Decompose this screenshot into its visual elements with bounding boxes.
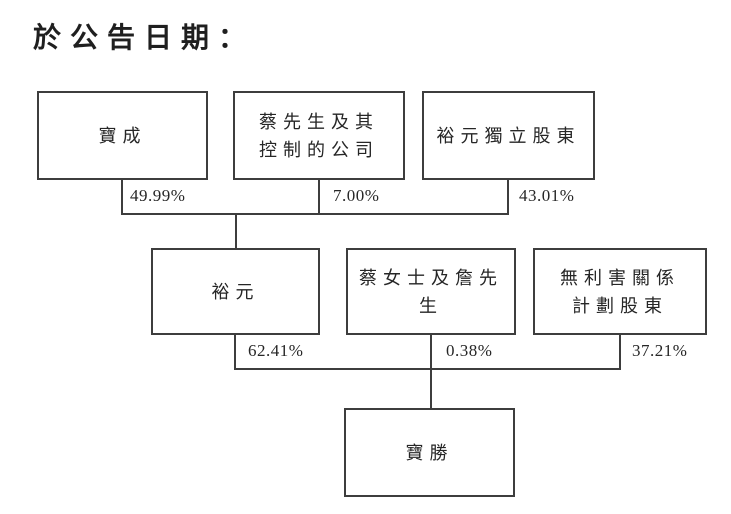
node-tsai-companies: 蔡先生及其 控制的公司 bbox=[233, 91, 405, 180]
connector-stub-tsai-companies bbox=[318, 178, 320, 215]
connector-stub-yue-yuen-independent bbox=[507, 178, 509, 215]
node-ms-tsai-mr-chan: 蔡女士及詹先生 bbox=[346, 248, 516, 335]
ownership-pct-pou-chen: 49.99% bbox=[130, 186, 186, 205]
page-title: 於公告日期： bbox=[33, 23, 256, 54]
connector-stub-disinterested-scheme bbox=[619, 333, 621, 370]
node-yue-yuen: 裕元 bbox=[151, 248, 320, 335]
connector-drop-pou-sheng bbox=[430, 333, 432, 410]
ownership-pct-yue-yuen-independent: 43.01% bbox=[519, 186, 575, 205]
connector-stub-pou-chen bbox=[121, 178, 123, 215]
connector-bus-level2 bbox=[234, 368, 621, 370]
node-yue-yuen-independent: 裕元獨立股東 bbox=[422, 91, 595, 180]
node-disinterested-scheme: 無利害關係 計劃股東 bbox=[533, 248, 707, 335]
node-pou-chen: 寶成 bbox=[37, 91, 208, 180]
connector-drop-yue-yuen bbox=[235, 213, 237, 250]
ownership-pct-yue-yuen: 62.41% bbox=[248, 341, 304, 360]
node-pou-sheng: 寶勝 bbox=[344, 408, 515, 497]
ownership-pct-disinterested-scheme: 37.21% bbox=[632, 341, 688, 360]
connector-bus-level1 bbox=[121, 213, 509, 215]
ownership-pct-tsai-companies: 7.00% bbox=[333, 186, 380, 205]
ownership-pct-ms-tsai-mr-chan: 0.38% bbox=[446, 341, 493, 360]
connector-stub-yue-yuen bbox=[234, 333, 236, 370]
